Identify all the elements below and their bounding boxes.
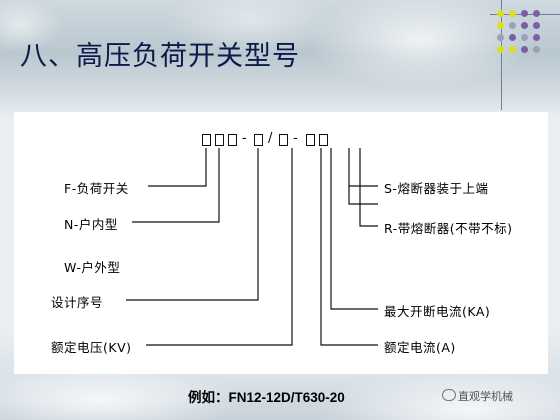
connector-r-branch [348,186,378,205]
code-box-5 [279,134,288,146]
code-box-2 [215,134,224,146]
label-w-outdoor: W-户外型 [64,260,121,275]
code-box-4 [254,134,263,146]
connector-s [348,148,378,187]
decor-dot [509,46,516,53]
connector-n [132,148,220,223]
code-box-7 [319,134,328,146]
brand-watermark: 直观学机械 [458,390,513,403]
decor-dot [509,10,516,17]
wechat-icon [442,389,456,401]
decor-vertical-line [501,0,502,110]
label-r-with-fuse: R-带熔断器(不带不标) [384,221,513,236]
decor-dot [509,34,516,41]
decor-dot [497,10,504,17]
decor-dot [497,22,504,29]
decor-dot [533,46,540,53]
label-n-indoor: N-户内型 [64,217,118,232]
decor-dot [521,10,528,17]
sky-background [0,0,560,118]
code-box-1 [202,134,211,146]
label-max-breaking-current: 最大开断电流(KA) [384,304,491,319]
label-rated-voltage: 额定电压(KV) [51,340,132,355]
decor-dot [497,46,504,53]
connector-r [359,148,378,227]
decor-dot [533,10,540,17]
decor-dot [497,34,504,41]
decor-dot [509,22,516,29]
decor-dot-grid [497,10,549,62]
code-dash-1: - [242,131,247,146]
code-box-6 [306,134,315,146]
decor-dot [533,22,540,29]
slide-title: 八、高压负荷开关型号 [20,41,300,72]
label-design-number: 设计序号 [51,295,104,310]
code-slash: / [268,131,273,146]
connector-rated-current [320,148,378,346]
connector-max-current [330,148,378,310]
decor-dot [533,34,540,41]
code-dash-2: - [293,131,298,146]
content-panel [14,112,548,374]
decor-dot [521,22,528,29]
label-f-load-switch: F-负荷开关 [64,181,129,196]
connector-design [126,148,259,301]
decor-dot [521,46,528,53]
connector-f [148,148,207,187]
label-rated-current: 额定电流(A) [384,340,456,355]
code-box-3 [228,134,237,146]
label-s-fuse-top: S-熔断器装于上端 [384,181,489,196]
connector-voltage [146,148,293,346]
decor-dot [521,34,528,41]
example-model: 例如：FN12-12D/T630-20 [188,390,345,405]
